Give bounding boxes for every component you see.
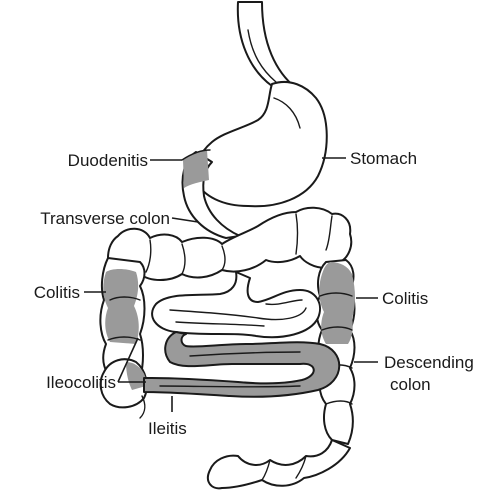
transverse-colon-label: Transverse colon	[40, 209, 170, 228]
ileocolitis-label: Ileocolitis	[46, 373, 116, 392]
cecum	[99, 358, 148, 419]
descending-colon-label-line2: colon	[390, 375, 431, 394]
duodenitis-label: Duodenitis	[68, 151, 148, 170]
colitis-left-label: Colitis	[34, 283, 80, 302]
ileocolitis-leader-a	[117, 337, 139, 383]
ileitis-region	[143, 331, 341, 398]
ileocolitis-region	[126, 362, 147, 390]
transverse-colon	[107, 206, 353, 281]
transverse-colon-leader	[171, 217, 199, 223]
leader-lines	[84, 157, 378, 412]
colitis-right-region	[319, 262, 355, 344]
sigmoid-colon	[206, 439, 351, 490]
ileum-inflamed	[143, 331, 341, 398]
stomach	[194, 80, 328, 208]
colitis-left-region	[103, 269, 139, 344]
descending-colon	[315, 259, 356, 445]
duodenitis-region	[183, 150, 209, 188]
descending-colon-label: Descending	[384, 353, 474, 372]
stomach-label: Stomach	[350, 149, 417, 168]
colitis-right-label: Colitis	[382, 289, 428, 308]
small-intestine-upper	[151, 271, 321, 339]
esophagus	[236, 1, 297, 89]
ileitis-label: Ileitis	[148, 419, 187, 438]
